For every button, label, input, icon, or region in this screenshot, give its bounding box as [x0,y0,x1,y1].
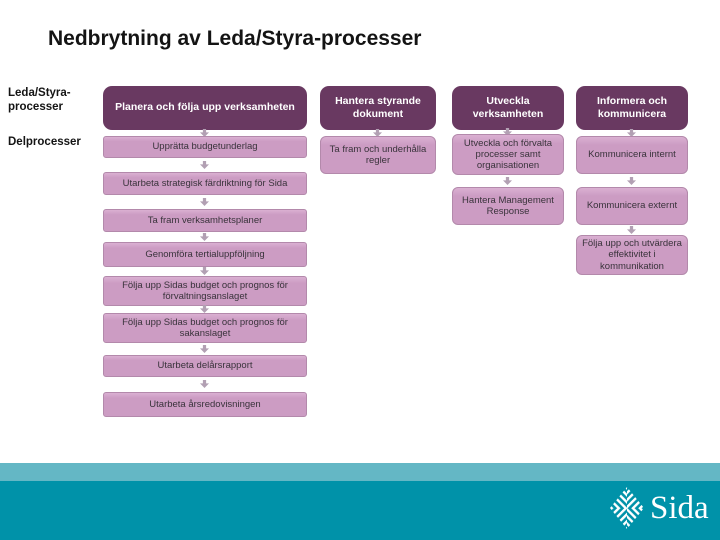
subprocess-box: Utveckla och förvalta processer samt org… [452,134,564,175]
process-header-informera: Informera och kommunicera [576,86,688,130]
subprocess-box: Ta fram verksamhetsplaner [103,209,307,232]
row-label-delprocesser: Delprocesser [8,136,81,148]
subprocess-box: Följa upp Sidas budget och prognos för s… [103,313,307,343]
subprocess-box: Utarbeta delårsrapport [103,355,307,377]
subprocess-box: Ta fram och underhålla regler [320,136,436,174]
down-arrow-icon [200,305,209,313]
subprocess-box: Utarbeta strategisk färdriktning för Sid… [103,172,307,195]
slide-title: Nedbrytning av Leda/Styra-processer [48,27,422,50]
down-arrow-icon [200,129,209,137]
footer-band-dark [0,481,720,540]
down-arrow-icon [627,129,636,137]
process-header-planera: Planera och följa upp verksamheten [103,86,307,130]
row-label-leda-styra-processer: Leda/Styra-processer [8,87,71,114]
down-arrow-icon [200,198,209,206]
subprocess-box: Upprätta budgetunderlag [103,136,307,158]
subprocess-box: Genomföra tertialuppföljning [103,242,307,267]
down-arrow-icon [627,226,636,234]
subprocess-box: Hantera Management Response [452,187,564,225]
down-arrow-icon [200,267,209,275]
footer-band-light [0,463,720,481]
sida-logo: Sida [610,486,709,530]
down-arrow-icon [200,161,209,169]
subprocess-box: Följa upp Sidas budget och prognos för f… [103,276,307,306]
subprocess-box: Kommunicera externt [576,187,688,225]
down-arrow-icon [200,380,209,388]
down-arrow-icon [373,129,382,137]
subprocess-box: Kommunicera internt [576,136,688,174]
down-arrow-icon [503,128,512,136]
sida-weave-icon [610,487,644,529]
subprocess-box: Följa upp och utvärdera effektivitet i k… [576,235,688,275]
down-arrow-icon [627,177,636,185]
down-arrow-icon [503,177,512,185]
sida-logo-text: Sida [650,490,709,526]
process-header-hantera-styrande: Hantera styrande dokument [320,86,436,130]
down-arrow-icon [200,233,209,241]
down-arrow-icon [200,345,209,353]
subprocess-box: Utarbeta årsredovisningen [103,392,307,417]
process-header-utveckla: Utveckla verksamheten [452,86,564,130]
